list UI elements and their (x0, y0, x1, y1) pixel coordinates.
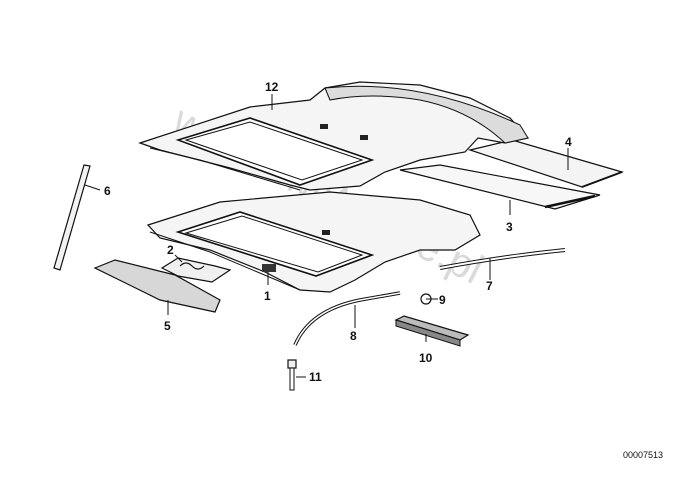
callout-5: 5 (164, 319, 171, 333)
callout-6: 6 (104, 184, 111, 198)
callout-7: 7 (486, 279, 493, 293)
part-1-roof-frame (146, 191, 481, 293)
leader-lines (84, 94, 569, 378)
part-code: 00007513 (623, 450, 663, 460)
part-6-strip (53, 164, 91, 271)
callout-2: 2 (167, 243, 174, 257)
callout-3: 3 (506, 220, 513, 234)
part-5-panel (93, 259, 221, 313)
part-8-cable (293, 291, 401, 346)
part-11-bolt (287, 359, 297, 391)
callout-11: 11 (309, 370, 322, 384)
part-12-roof-frame (138, 81, 530, 191)
callout-1: 1 (264, 289, 271, 303)
callout-8: 8 (350, 329, 357, 343)
callout-4: 4 (565, 135, 572, 149)
callout-10: 10 (419, 351, 433, 365)
callout-12: 12 (265, 80, 279, 94)
part-10-rail (394, 315, 470, 347)
part-3-panel (399, 164, 601, 210)
callout-9: 9 (439, 293, 446, 307)
part-4-panel (467, 139, 624, 188)
part-7-strip (439, 248, 566, 270)
